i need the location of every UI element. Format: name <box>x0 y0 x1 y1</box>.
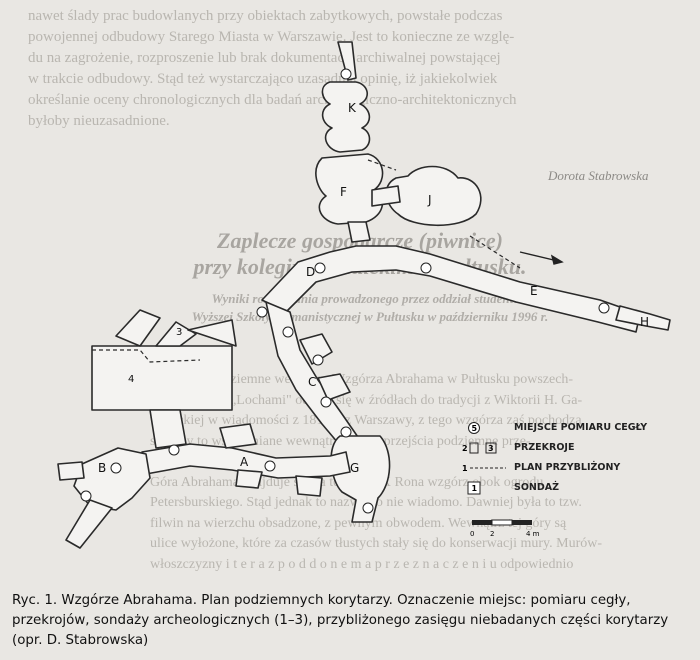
room-4 <box>91 345 233 411</box>
measure-point <box>80 490 92 502</box>
bleed-line: filwin na wierzchu obsadzone, z pewnym o… <box>150 515 567 531</box>
author-signature: Dorota Stabrowska <box>548 168 649 183</box>
figure-caption: Ryc. 1. Wzgórze Abrahama. Plan podziemny… <box>12 593 669 648</box>
section-marker-icon: 2 3 <box>462 442 497 454</box>
corridor-plan: A B C D E F G H J K 3 4 <box>57 41 671 549</box>
room-b <box>73 447 151 511</box>
room-label-b: B <box>98 461 106 475</box>
bleed-line: powojennej odbudowy Starego Miasta w War… <box>28 29 515 45</box>
section-label: 3 <box>176 327 182 338</box>
measure-point <box>340 68 352 80</box>
legend-label-approx: PLAN PRZYBLIŻONY <box>514 462 621 473</box>
bleed-line: ulice wyłożone, które za czasów tłustych… <box>150 536 603 551</box>
bleed-line: włoszczyzny i t e r a z p o d d o n e m … <box>150 556 574 572</box>
section-label: 4 <box>128 374 134 385</box>
measure-point <box>598 302 610 314</box>
measure-point <box>264 460 276 472</box>
measure-point <box>420 262 432 274</box>
bleed-line: byłoby nieuzasadnione. <box>28 113 170 129</box>
room-f <box>315 153 384 225</box>
measure-point <box>314 262 326 274</box>
trench-square-icon: 1 <box>467 481 481 495</box>
bleed-line: nawet ślady prac budowlanych przy obiekt… <box>28 8 503 24</box>
room-label-d: D <box>306 265 315 279</box>
svg-text:1: 1 <box>472 484 478 493</box>
measure-point <box>320 396 332 408</box>
corridor-k-north <box>337 41 357 81</box>
room-label-c: C <box>308 375 316 389</box>
corridor-e <box>261 245 641 333</box>
dashed-line-icon: 1 <box>462 464 506 473</box>
svg-text:1: 1 <box>462 464 468 473</box>
legend-label-measure: MIEJSCE POMIARU CEGŁY <box>514 422 648 433</box>
svg-text:2: 2 <box>462 444 468 453</box>
bleed-line: nie nazywane „Lochami" odnosi się w źród… <box>150 392 583 408</box>
room-k <box>321 81 371 153</box>
scale-label-4m: 4 m <box>526 530 540 538</box>
measure-point <box>362 502 374 514</box>
bleed-line: Korytarze podziemne wewnątrz Wzgórza Abr… <box>150 372 574 387</box>
bleed-line: du na zagrożenie, rozproszenie lub brak … <box>28 50 501 66</box>
svg-text:5: 5 <box>472 424 478 433</box>
room-j <box>385 165 482 227</box>
legend-label-sections: PRZEKROJE <box>514 442 575 453</box>
measure-circle-icon: 5 <box>468 422 480 434</box>
measure-point <box>340 426 352 438</box>
room-label-g: G <box>350 461 359 475</box>
bleed-line: określanie oceny chronologicznych dla ba… <box>28 92 517 108</box>
scale-bar: 0 2 4 m <box>470 519 540 538</box>
scale-label-2: 2 <box>490 530 494 538</box>
measure-point <box>282 326 294 338</box>
svg-text:3: 3 <box>488 444 494 453</box>
measure-point <box>110 462 122 474</box>
room-label-f: F <box>340 185 347 199</box>
room-g <box>330 435 391 523</box>
corridor-h <box>615 305 671 331</box>
corridor-f-d <box>347 221 371 243</box>
legend-label-trench: SONDAŻ <box>514 482 559 493</box>
scale-label-0: 0 <box>470 530 474 538</box>
north-arrow-icon <box>519 251 564 265</box>
room-label-e: E <box>530 284 538 298</box>
bleed-through-text-top: nawet ślady prac budowlanych przy obiekt… <box>28 6 678 132</box>
measure-point <box>256 306 268 318</box>
room-label-j: J <box>427 193 432 207</box>
measure-point <box>312 354 324 366</box>
room-label-k: K <box>348 101 357 115</box>
room-label-h: H <box>640 315 649 329</box>
bleed-line: w trakcie odbudowy. Stąd też wystarczają… <box>28 71 498 87</box>
room-label-a: A <box>240 455 249 469</box>
measure-point <box>168 444 180 456</box>
